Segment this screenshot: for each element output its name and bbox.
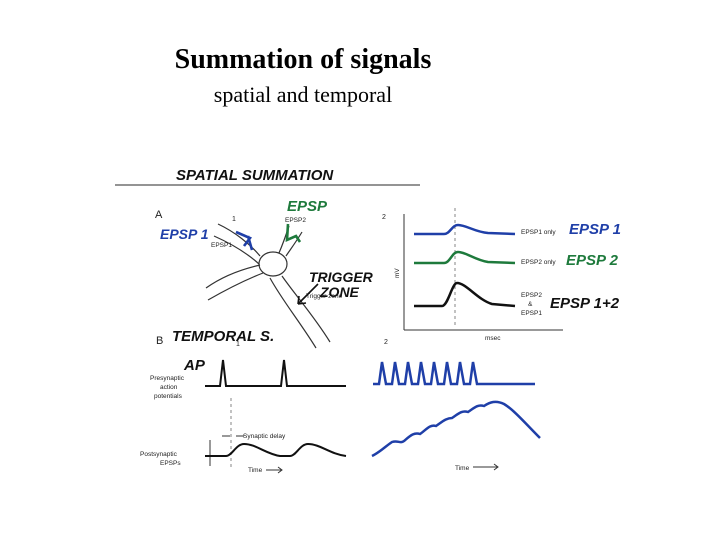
- label-epsp1-only: EPSP1 only: [521, 229, 556, 236]
- hw-epsp1-left: EPSP 1: [160, 226, 209, 242]
- label-epsp1-b: EPSP1: [521, 310, 542, 317]
- hw-trigger: TRIGGER: [309, 269, 374, 285]
- trace-postsynaptic-epsp: [205, 442, 347, 457]
- panel-a-label: A: [155, 209, 163, 221]
- label-ampersand: &: [528, 301, 533, 308]
- label-postsyn-1: Postsynaptic: [140, 451, 178, 458]
- hw-right-epsp2: EPSP 2: [566, 252, 619, 269]
- panel-b-num-2: 2: [384, 339, 388, 346]
- label-time-left: Time: [248, 467, 263, 474]
- neuron-label-trigger-zone: Trigger zone: [306, 293, 343, 300]
- panel-a-num-1: 1: [232, 216, 236, 223]
- label-presyn-3: potentials: [154, 393, 183, 400]
- panel-a-num-2: 2: [382, 214, 386, 221]
- heading-spatial-summation: SPATIAL SUMMATION: [176, 167, 334, 184]
- panel-b-label: B: [156, 335, 163, 347]
- trace-epsp2-only: [414, 250, 516, 265]
- label-epsp2-and: EPSP2: [521, 292, 542, 299]
- label-epsp2-only: EPSP2 only: [521, 259, 556, 266]
- label-presyn-1: Presynaptic: [150, 375, 185, 382]
- axis-label-msec: msec: [485, 335, 501, 342]
- label-postsyn-2: EPSPs: [160, 460, 181, 467]
- hw-arrow-epsp1: [235, 230, 254, 251]
- slide-title: Summation of signals: [174, 44, 432, 75]
- hw-arrow-trigger: [297, 283, 319, 305]
- neuron-drawing: [205, 223, 331, 349]
- trace-epsp1-only: [414, 223, 516, 236]
- label-presyn-2: action: [160, 384, 178, 391]
- trace-epsp-sum: [414, 281, 516, 308]
- hw-ap: AP: [183, 357, 206, 374]
- panel-b-num-1: 1: [236, 341, 240, 348]
- hw-right-epsp1: EPSP 1: [569, 221, 621, 238]
- hw-right-sum: EPSP 1+2: [550, 295, 620, 312]
- hw-epsp-top: EPSP: [287, 198, 328, 215]
- label-time-right: Time: [455, 465, 470, 472]
- hw-arrow-epsp2: [285, 223, 302, 243]
- axis-label-mv: mV: [394, 268, 401, 278]
- time-arrow-right: [473, 463, 499, 471]
- hw-zone: ZONE: [319, 284, 360, 300]
- trace-ap-train: [373, 361, 535, 386]
- neuron-label-epsp2: EPSP2: [285, 217, 306, 224]
- trace-presynaptic-ap: [205, 359, 346, 387]
- trace-epsp-summation: [371, 400, 541, 458]
- time-arrow-left: [266, 466, 283, 474]
- neuron-label-epsp1: EPSP1: [211, 242, 232, 249]
- slide-subtitle: spatial and temporal: [213, 82, 393, 107]
- label-synaptic-delay: Synaptic delay: [243, 433, 286, 440]
- spatial-traces-panel: mV msec: [394, 208, 563, 342]
- heading-temporal: TEMPORAL S.: [172, 328, 274, 345]
